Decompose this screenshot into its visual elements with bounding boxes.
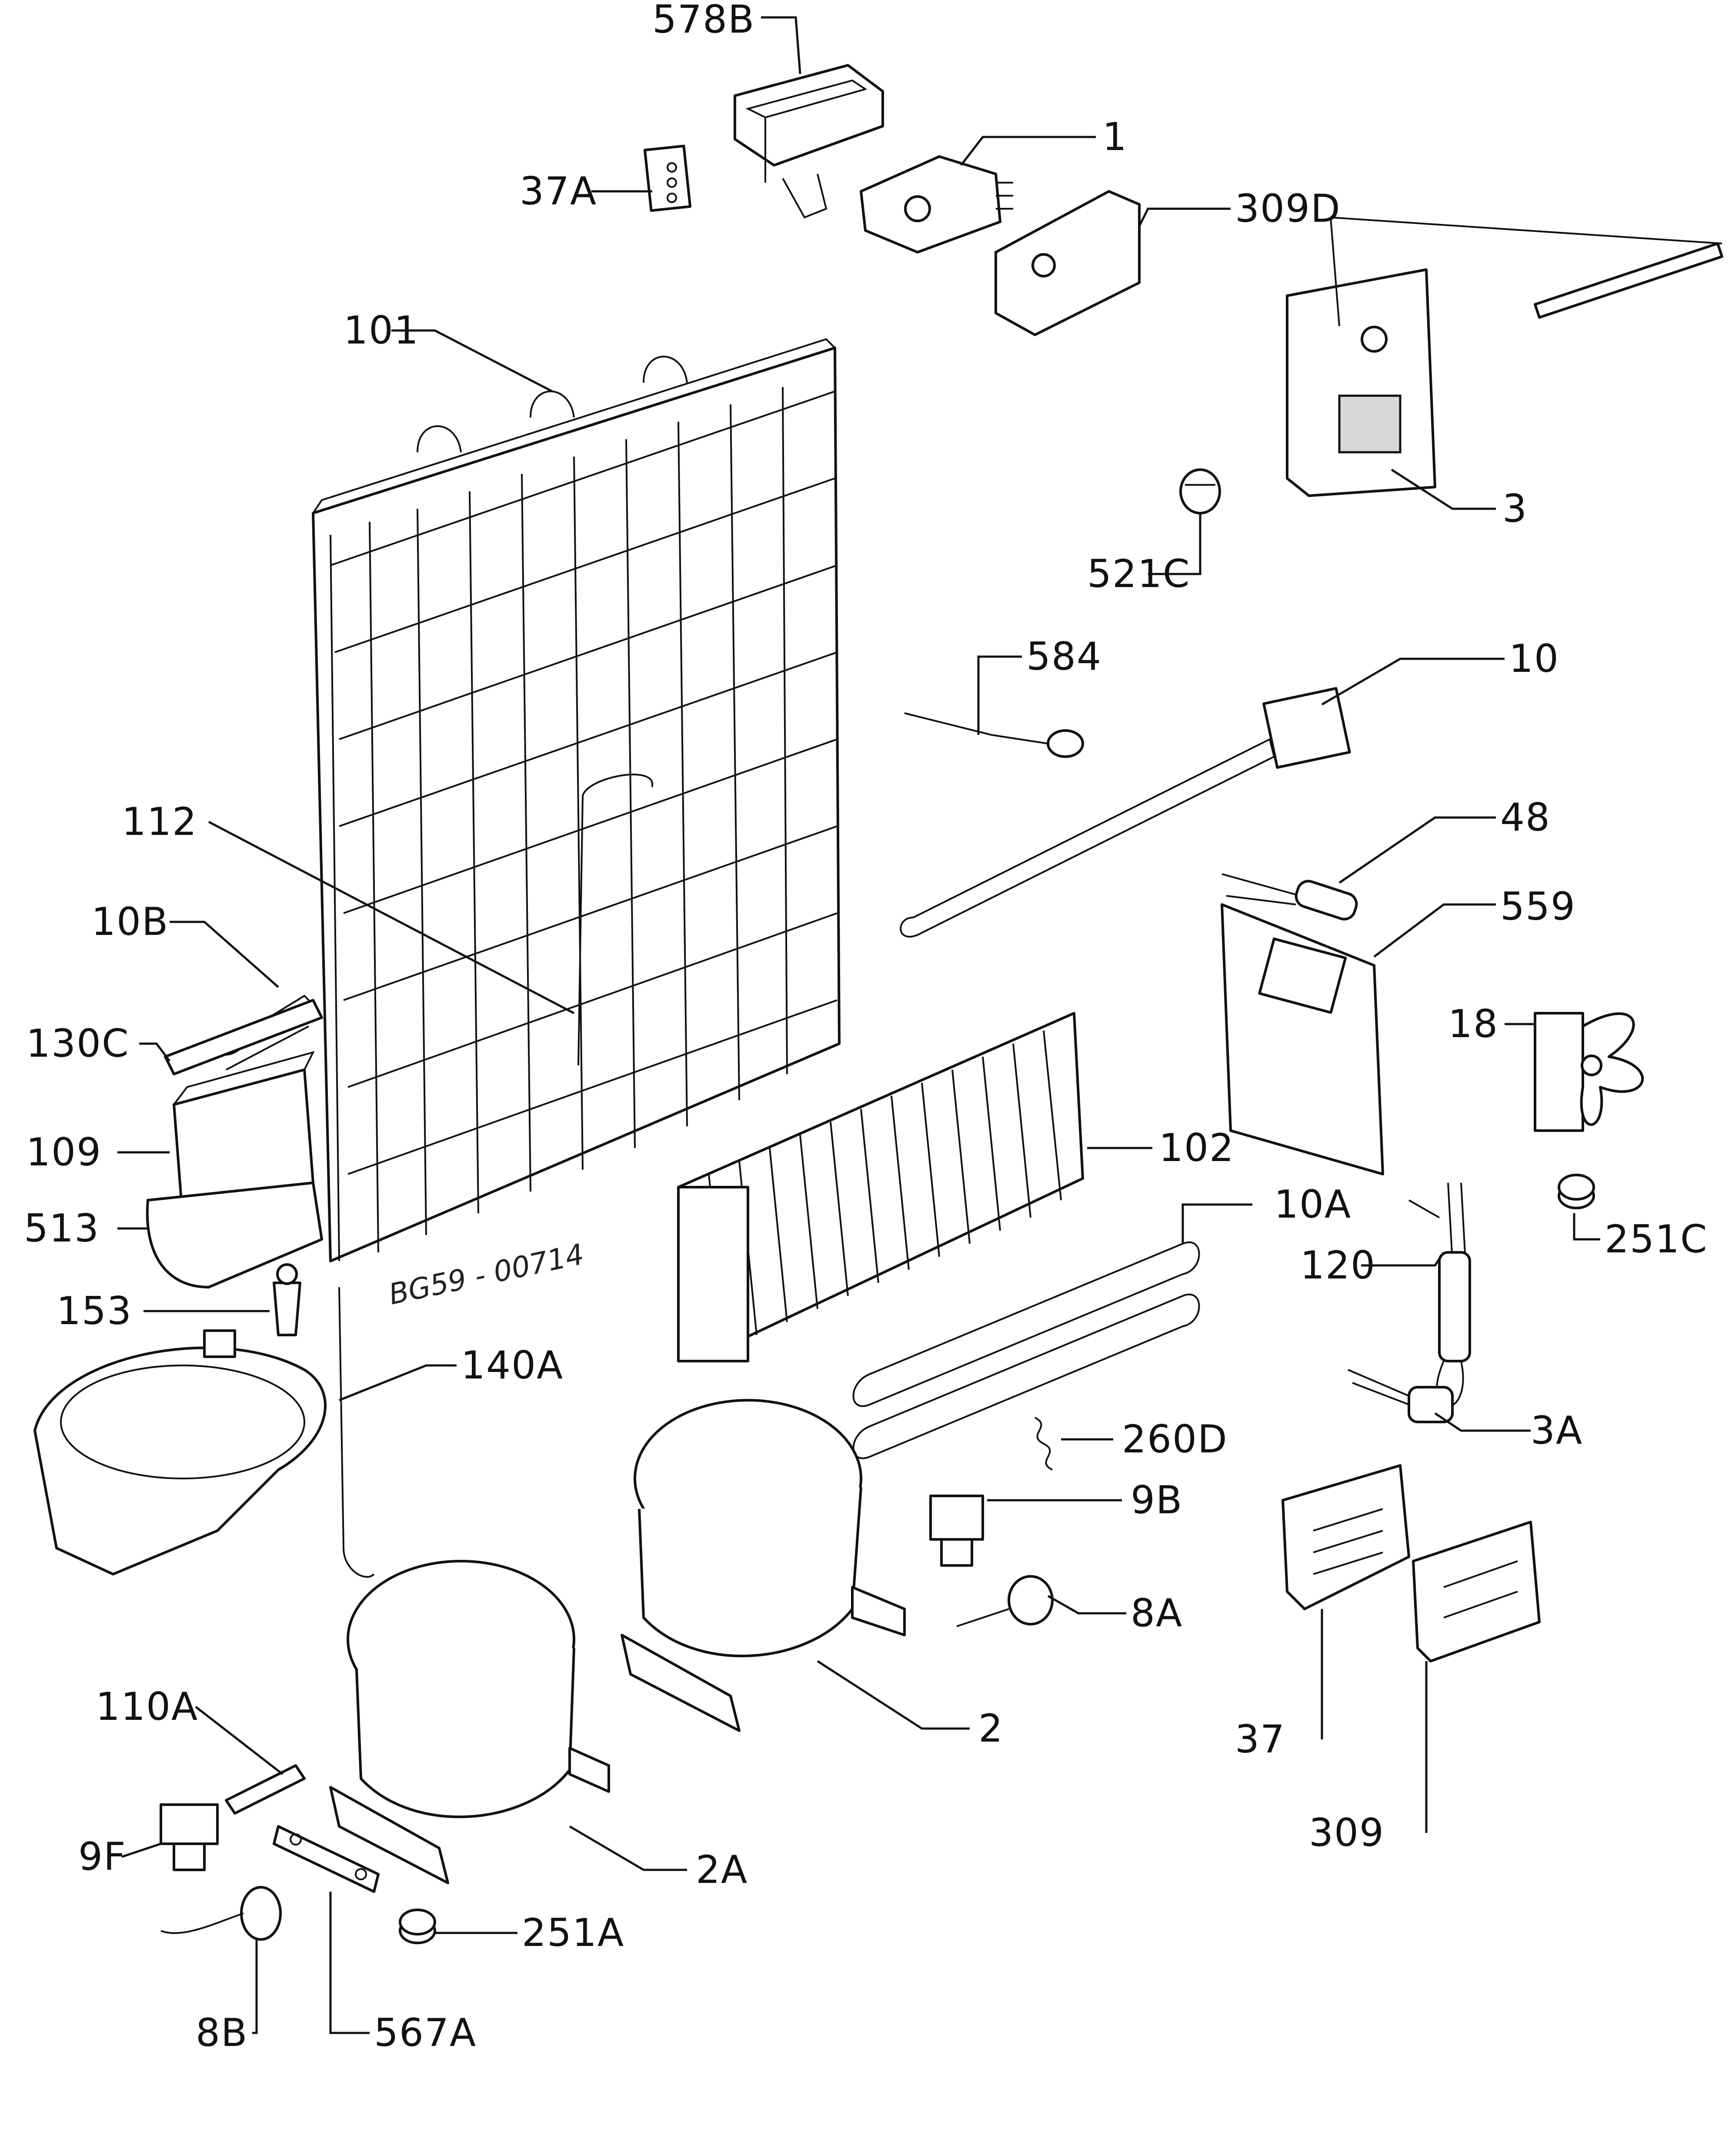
part-153-clip bbox=[273, 1263, 301, 1336]
label-10a: 10A bbox=[1274, 1182, 1352, 1227]
callout-labels: 578B 1 37A 309D 101 3 521C 584 10 112 48… bbox=[24, 0, 1708, 2055]
part-18-fan-motor bbox=[1534, 1012, 1644, 1132]
part-10a-heater bbox=[852, 1242, 1200, 1459]
label-513: 513 bbox=[24, 1206, 100, 1251]
part-251c-grommet bbox=[1558, 1174, 1595, 1209]
label-112: 112 bbox=[122, 799, 197, 844]
label-251c: 251C bbox=[1605, 1217, 1708, 1262]
label-102: 102 bbox=[1159, 1125, 1235, 1170]
label-9f: 9F bbox=[78, 1834, 127, 1879]
part-521c-knob bbox=[1179, 468, 1221, 514]
label-521c: 521C bbox=[1087, 551, 1190, 596]
part-3-thermostat bbox=[1286, 217, 1723, 497]
label-8b: 8B bbox=[196, 2010, 248, 2055]
label-1: 1 bbox=[1102, 114, 1128, 159]
label-120: 120 bbox=[1300, 1243, 1376, 1288]
label-110a: 110A bbox=[96, 1684, 198, 1729]
label-584: 584 bbox=[1026, 634, 1102, 679]
label-3: 3 bbox=[1502, 486, 1528, 531]
label-2a: 2A bbox=[696, 1847, 748, 1892]
part-140a-base bbox=[33, 1329, 327, 1575]
part-3a-sensor bbox=[1348, 1369, 1454, 1423]
part-37-cover bbox=[1281, 1464, 1410, 1610]
label-559: 559 bbox=[1500, 884, 1576, 929]
part-102-fins bbox=[677, 1012, 1084, 1362]
label-101: 101 bbox=[344, 308, 419, 353]
part-10-heater bbox=[900, 687, 1351, 938]
label-37a: 37A bbox=[520, 169, 597, 214]
part-120-probe bbox=[1408, 1182, 1471, 1408]
label-309: 309 bbox=[1309, 1810, 1385, 1855]
part-567a-plate bbox=[273, 1825, 380, 1893]
label-109: 109 bbox=[26, 1130, 102, 1175]
part-2a-compressor bbox=[329, 1560, 610, 1884]
label-153: 153 bbox=[57, 1288, 132, 1333]
label-48: 48 bbox=[1500, 795, 1551, 840]
label-140a: 140A bbox=[461, 1343, 564, 1388]
label-567a: 567A bbox=[374, 2010, 477, 2055]
part-9b-relay bbox=[929, 1495, 984, 1567]
label-18: 18 bbox=[1448, 1001, 1498, 1046]
part-309-cover bbox=[1412, 1521, 1541, 1662]
label-10: 10 bbox=[1509, 636, 1559, 681]
part-130c-tray bbox=[164, 999, 323, 1075]
stamp-text: BG59 - 00714 bbox=[386, 1237, 587, 1311]
part-8a-overload bbox=[956, 1575, 1054, 1627]
label-37: 37 bbox=[1235, 1717, 1285, 1762]
part-9f-relay bbox=[160, 1803, 219, 1871]
label-309d: 309D bbox=[1235, 186, 1341, 231]
part-260d-spring bbox=[1035, 1417, 1053, 1471]
label-251a: 251A bbox=[522, 1910, 624, 1955]
leader-lines bbox=[117, 16, 1600, 2034]
part-37a-connector bbox=[643, 144, 692, 212]
label-260d: 260D bbox=[1122, 1417, 1228, 1462]
label-578b: 578B bbox=[652, 0, 755, 42]
part-559-bracket bbox=[1221, 903, 1384, 1175]
label-9b: 9B bbox=[1131, 1478, 1183, 1522]
part-48-element bbox=[1221, 873, 1358, 921]
part-513-tray bbox=[146, 1181, 323, 1288]
part-8b-overload bbox=[160, 1886, 282, 1941]
label-3a: 3A bbox=[1531, 1408, 1583, 1453]
part-2-compressor bbox=[621, 1399, 906, 1732]
label-10b: 10B bbox=[91, 899, 169, 944]
part-251a-grommet bbox=[399, 1909, 436, 1944]
part-578b-bracket bbox=[734, 64, 884, 219]
label-130c: 130C bbox=[26, 1021, 129, 1066]
part-110a-tube bbox=[225, 1764, 306, 1815]
label-2: 2 bbox=[978, 1706, 1004, 1751]
part-101-condenser: BG59 - 00714 bbox=[312, 338, 841, 1578]
part-584-sensor-wire bbox=[904, 712, 1084, 758]
part-1-timer bbox=[860, 155, 1013, 254]
label-8a: 8A bbox=[1131, 1591, 1183, 1635]
part-309d-plate bbox=[994, 190, 1141, 336]
part-109-tray bbox=[173, 1051, 315, 1219]
